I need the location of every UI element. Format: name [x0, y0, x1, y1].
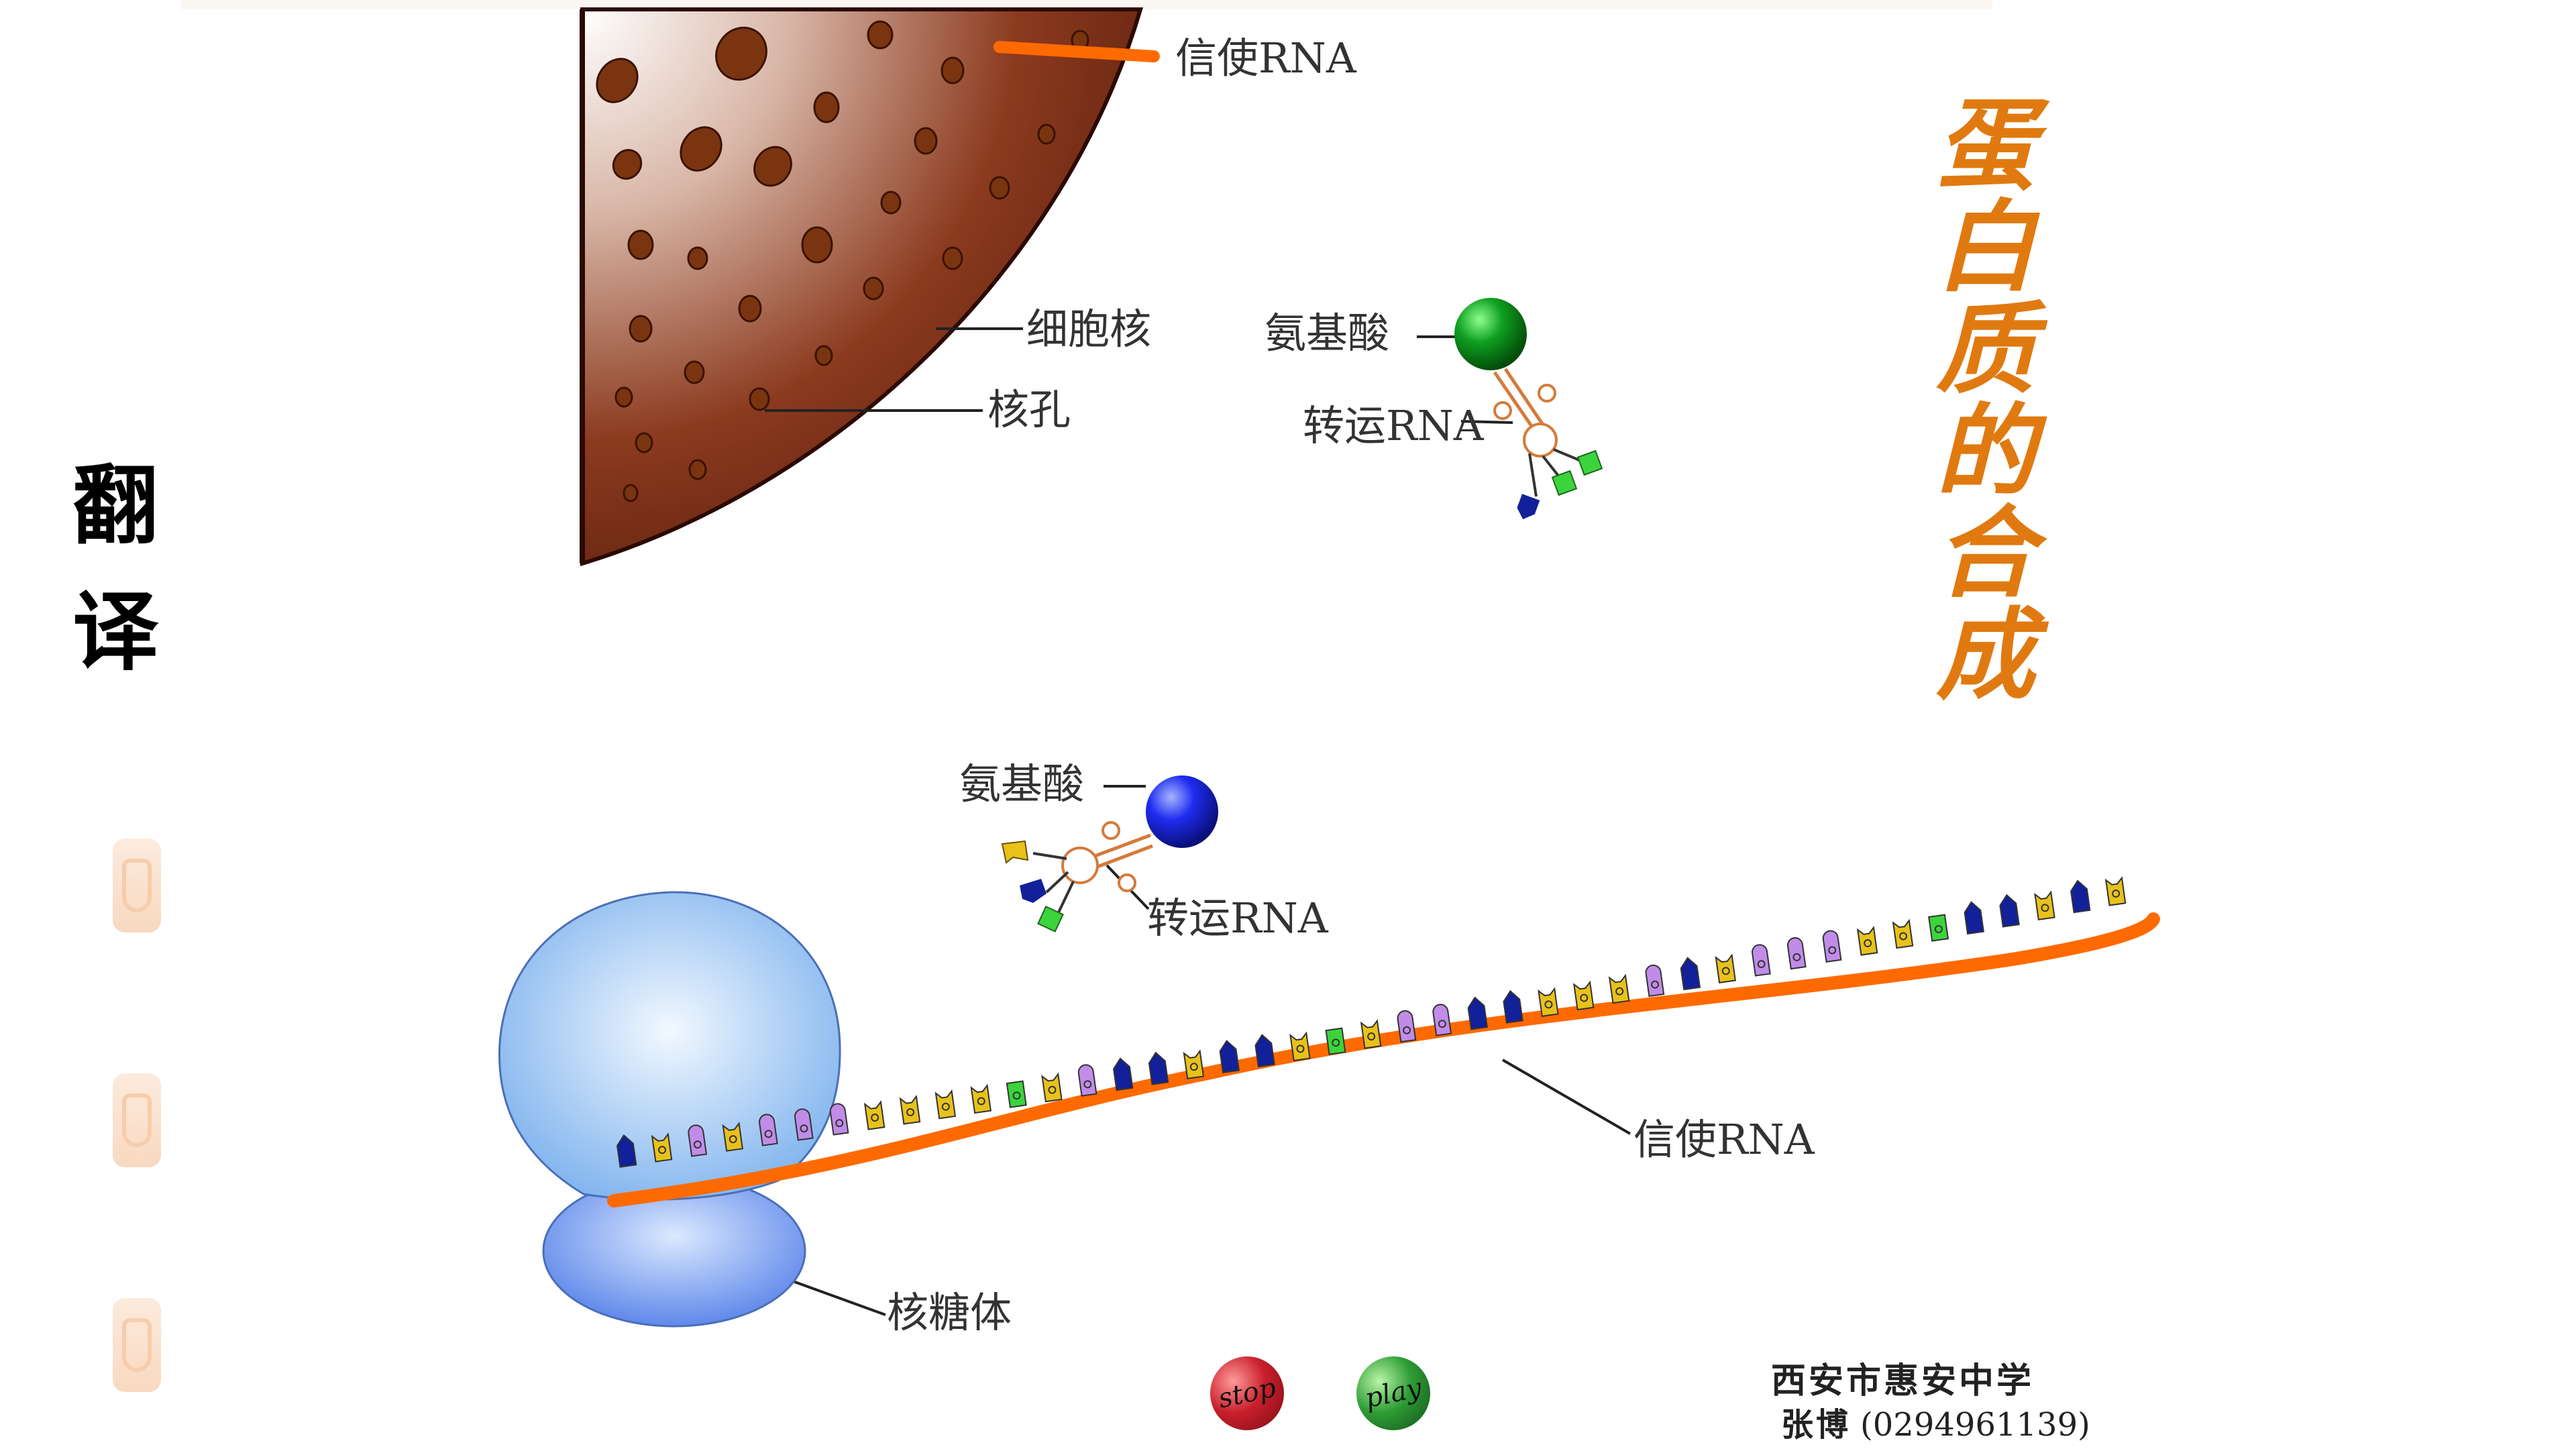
top-border-strip: [181, 0, 1992, 9]
codon: [1289, 1031, 1311, 1062]
credit-author: 张博: [1781, 1406, 1851, 1444]
main-title-char: 白: [1936, 189, 2035, 305]
codon: [1822, 930, 1842, 963]
codon: [1680, 957, 1701, 991]
codon: [829, 1103, 849, 1136]
nucleus-label: 细胞核: [1026, 305, 1151, 354]
credit-author-line: 张博(0294961139): [1781, 1398, 2090, 1445]
codon: [1219, 1040, 1240, 1074]
seal-decoration: [113, 1073, 161, 1167]
codon: [1183, 1049, 1205, 1079]
nuclear-pore-label: 核孔: [987, 385, 1071, 434]
codon: [970, 1083, 992, 1114]
codon: [1752, 944, 1771, 977]
credit-phone: (0294961139): [1860, 1406, 2090, 1444]
codon: [759, 1114, 778, 1146]
codon: [1856, 926, 1878, 956]
codon: [1892, 918, 1914, 949]
codon: [722, 1122, 744, 1152]
codon: [1432, 1004, 1452, 1036]
side-title-char: 翻: [72, 455, 159, 556]
codon: [1325, 1027, 1346, 1055]
trna-with-blue-amino-acid: [1001, 775, 1218, 932]
codon: [1538, 987, 1559, 1018]
side-title: 翻 译: [72, 443, 160, 695]
codon: [651, 1132, 673, 1163]
seal-decoration: [113, 1298, 161, 1392]
credit-school: 西安市惠安中学: [1771, 1360, 2035, 1401]
codon: [1041, 1072, 1063, 1103]
codon: [616, 1134, 637, 1168]
codon: [1964, 901, 1985, 935]
codon: [1928, 914, 1949, 942]
trna-label-2: 转运RNA: [1147, 894, 1329, 943]
codon: [934, 1089, 957, 1120]
amino-acid-label-1: 氨基酸: [1265, 309, 1389, 358]
main-title-char: 的: [1936, 392, 2035, 509]
codon: [1467, 996, 1489, 1030]
codon: [794, 1108, 814, 1141]
main-title-char: 蛋: [1936, 87, 2035, 203]
ribosome-label: 核糖体: [887, 1288, 1012, 1337]
codon: [2104, 876, 2127, 906]
codon: [1503, 989, 1523, 1024]
main-title-char: 质: [1936, 290, 2035, 407]
codon: [1077, 1064, 1097, 1097]
seal-decoration: [113, 839, 161, 932]
mrna-bottom-label: 信使RNA: [1633, 1115, 1815, 1164]
codon: [1572, 980, 1595, 1011]
main-title-char: 成: [1936, 596, 2035, 713]
codon: [1645, 964, 1665, 998]
codon: [1113, 1057, 1134, 1091]
main-title: 蛋 白 质 的 合 成: [1919, 94, 2053, 706]
mrna-top-label: 信使RNA: [1175, 34, 1357, 83]
codon: [1787, 937, 1807, 970]
codon: [1999, 894, 2020, 928]
codon: [1254, 1034, 1275, 1068]
mrna-top-strand: [994, 41, 1160, 62]
codon: [2034, 890, 2055, 921]
codon: [1715, 953, 1737, 984]
codon: [863, 1100, 885, 1130]
nucleus: [580, 7, 1144, 567]
codon: [1397, 1010, 1417, 1043]
amino-acid-label-2: 氨基酸: [959, 759, 1084, 808]
mrna-strand: [607, 912, 2160, 1208]
main-title-char: 合: [1936, 494, 2035, 611]
codon: [2070, 879, 2091, 914]
codon: [1360, 1019, 1382, 1049]
trna-with-green-amino-acid: [1454, 298, 1603, 519]
codon: [688, 1124, 708, 1157]
codon: [1148, 1051, 1169, 1085]
trna-label-1: 转运RNA: [1303, 401, 1485, 450]
codon: [1006, 1080, 1027, 1108]
side-title-char: 译: [72, 582, 159, 682]
codon: [899, 1094, 921, 1125]
ribosome: [498, 891, 841, 1328]
nuclear-pores: [596, 20, 1089, 502]
codon: [1608, 973, 1630, 1004]
mrna-codons: [616, 876, 2127, 1168]
